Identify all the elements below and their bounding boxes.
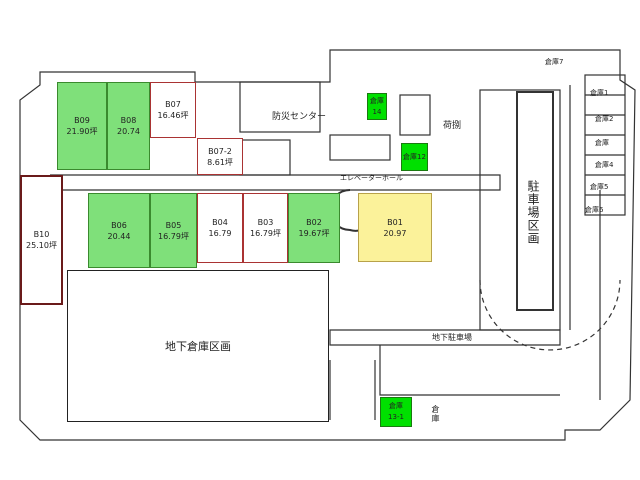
storage-label: 倉庫	[389, 402, 403, 410]
tenant-b01[interactable]: B01 20.97	[358, 193, 432, 262]
tenant-area: 19.67坪	[298, 229, 330, 238]
tenant-id: B07	[165, 100, 181, 109]
basement-parking-label: 地下駐車場	[432, 333, 472, 342]
tenant-id: B07-2	[208, 146, 232, 156]
tenant-id: B08	[120, 116, 137, 125]
storage-5[interactable]: 倉庫5	[590, 183, 609, 191]
tenant-area: 20.44	[107, 231, 131, 241]
tenant-id: B06	[111, 220, 127, 230]
tenant-area: 25.10坪	[26, 241, 57, 250]
storage-4[interactable]: 倉庫4	[595, 161, 614, 169]
parking-section-label: 駐車場区画	[526, 180, 540, 245]
tenant-id: B10	[33, 230, 50, 239]
tenant-b07-2[interactable]: B07-2 8.61坪	[197, 138, 243, 175]
tenant-area: 8.61坪	[207, 157, 233, 167]
tenant-id: B05	[165, 220, 182, 230]
tenant-id: B02	[306, 218, 322, 227]
tenant-id: B09	[74, 116, 90, 125]
storage-13-1[interactable]: 倉庫 13-1	[380, 397, 412, 427]
tenant-b02[interactable]: B02 19.67坪	[288, 193, 340, 263]
basement-storage-label: 地下倉庫区画	[165, 339, 231, 353]
tenant-area: 16.79坪	[158, 231, 189, 241]
storage-label: 倉庫12	[403, 152, 426, 161]
storage-14[interactable]: 倉庫14	[367, 93, 387, 120]
basement-storage-section[interactable]: 地下倉庫区画	[67, 270, 329, 422]
tenant-area: 16.79坪	[250, 229, 281, 238]
storage-12[interactable]: 倉庫12	[401, 143, 428, 171]
tenant-id: B01	[387, 217, 403, 227]
tenant-b06[interactable]: B06 20.44	[88, 193, 150, 268]
tenant-b10[interactable]: B10 25.10坪	[20, 175, 63, 305]
tenant-b03[interactable]: B03 16.79坪	[243, 193, 288, 263]
tenant-b09[interactable]: B09 21.90坪	[57, 82, 107, 170]
storage-6[interactable]: 倉庫6	[585, 206, 604, 214]
storage-7[interactable]: 倉庫7	[545, 58, 564, 66]
tenant-id: B04	[212, 218, 228, 227]
tenant-area: 16.79	[208, 229, 232, 238]
tenant-area: 16.46坪	[157, 111, 189, 120]
storage-1[interactable]: 倉庫1	[590, 89, 609, 97]
tenant-b05[interactable]: B05 16.79坪	[150, 193, 197, 268]
tenant-b04[interactable]: B04 16.79	[197, 193, 243, 263]
tenant-id: B03	[257, 218, 274, 227]
tenant-area: 21.90坪	[66, 127, 98, 136]
storage-3[interactable]: 倉庫	[595, 139, 609, 147]
storage-2[interactable]: 倉庫2	[595, 115, 614, 123]
elevator-hall-label: エレベーターホール	[340, 174, 403, 182]
tenant-b07[interactable]: B07 16.46坪	[150, 82, 196, 138]
tenant-area: 20.97	[383, 228, 407, 238]
loading-area-label: 荷捌	[443, 121, 462, 131]
tenant-b08[interactable]: B08 20.74	[107, 82, 150, 170]
storage-number: 13-1	[388, 413, 404, 421]
storage-label: 倉庫14	[370, 96, 384, 116]
disaster-center-label: 防災センター	[272, 112, 327, 122]
storage-small-label: 倉庫	[431, 405, 440, 423]
tenant-area: 20.74	[117, 127, 140, 136]
